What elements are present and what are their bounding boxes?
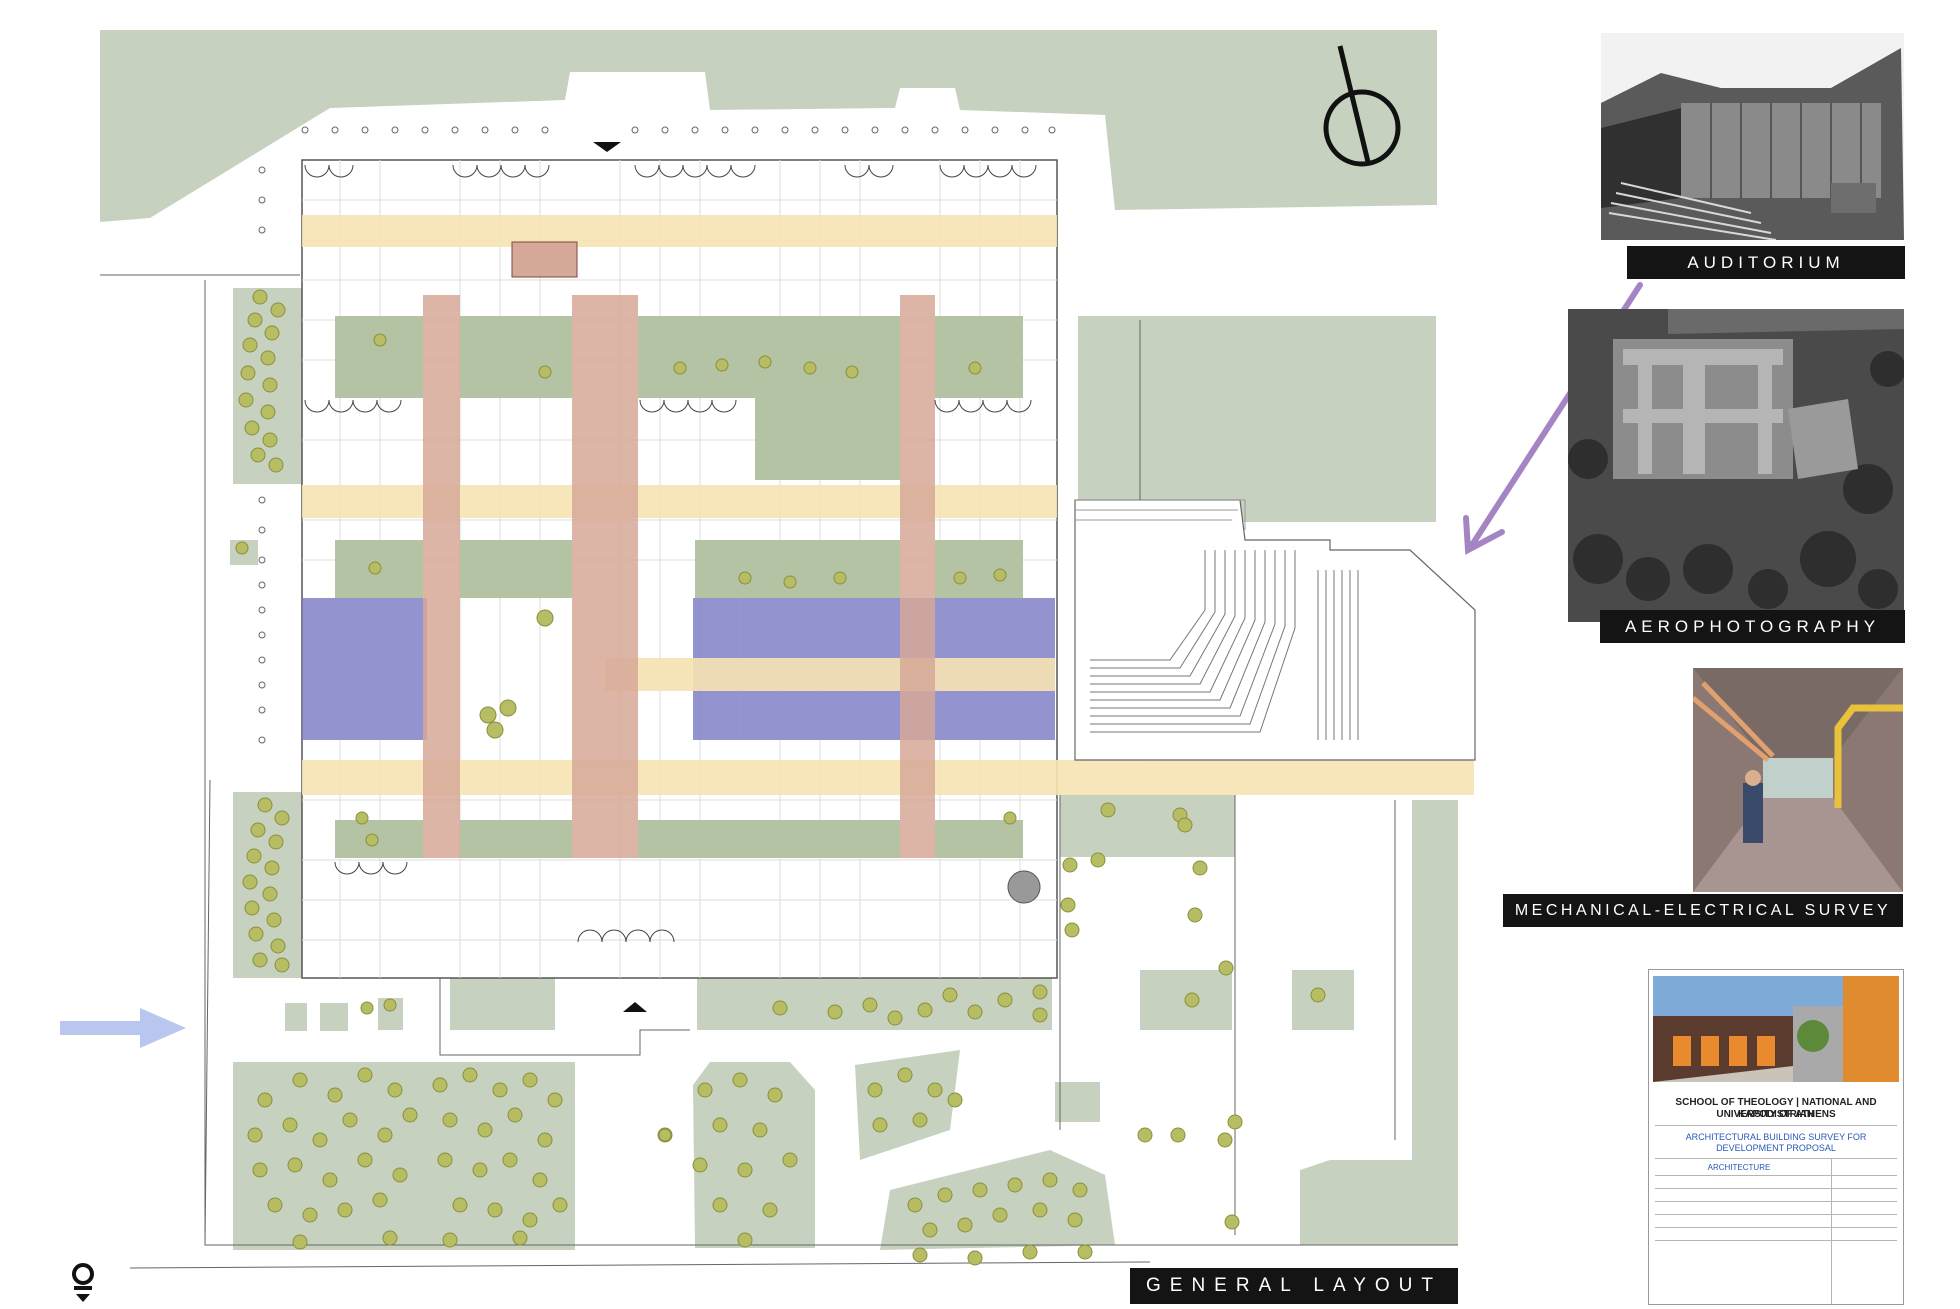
east-strip-green bbox=[1300, 800, 1458, 1245]
section-label: ARCHITECTURE bbox=[1707, 1163, 1771, 1172]
courtyard-13 bbox=[935, 820, 1023, 858]
north-arrow-icon bbox=[1323, 45, 1401, 167]
south-green-4 bbox=[855, 1050, 960, 1160]
amphitheater-outline bbox=[1074, 499, 1476, 761]
project-line-2: DEVELOPMENT PROPOSAL bbox=[1716, 1143, 1836, 1153]
courtyard-9 bbox=[935, 540, 1023, 598]
north-entrance-icon bbox=[593, 142, 621, 152]
courtyard-8 bbox=[695, 540, 900, 598]
small-green-1 bbox=[1055, 1082, 1100, 1122]
auditorium-label: AUDITORIUM bbox=[1627, 246, 1905, 279]
courtyard-12 bbox=[638, 820, 900, 858]
institution-line-2: UNIVERSITY OF ATHENS bbox=[1716, 1109, 1836, 1120]
aerophotography-photo bbox=[1568, 309, 1904, 622]
east-green-area bbox=[1078, 316, 1436, 522]
mechanical-electrical-photo bbox=[1693, 668, 1903, 892]
south-green-5 bbox=[880, 1150, 1115, 1250]
brown-corridors bbox=[423, 295, 935, 858]
blue-zone-west bbox=[302, 598, 427, 740]
small-green-3 bbox=[320, 1003, 348, 1031]
entrance-arrow-icon bbox=[60, 1008, 186, 1048]
title-block-divider bbox=[1831, 1158, 1832, 1304]
corridor-v1 bbox=[423, 295, 460, 858]
perimeter-columns bbox=[258, 126, 1056, 744]
aerophotography-label: AEROPHOTOGRAPHY bbox=[1600, 610, 1905, 643]
courtyard-4 bbox=[755, 398, 900, 480]
title-block-photo bbox=[1653, 976, 1899, 1082]
tree-canopies bbox=[235, 289, 1326, 1266]
amphitheater-steps bbox=[1090, 550, 1296, 733]
courtyard-2 bbox=[460, 316, 572, 398]
corridor-h4 bbox=[302, 760, 1474, 795]
round-element bbox=[1007, 870, 1041, 904]
school-logo bbox=[70, 1262, 96, 1304]
courtyard-7 bbox=[460, 540, 572, 598]
corridor-h3 bbox=[605, 658, 1055, 691]
courtyard-10 bbox=[335, 820, 423, 858]
corridor-v3 bbox=[900, 295, 935, 858]
small-green-2 bbox=[285, 1003, 307, 1031]
title-block: SCHOOL OF THEOLOGY | NATIONAL AND KAPODI… bbox=[1648, 969, 1904, 1305]
mechanical-electrical-label: MECHANICAL-ELECTRICAL SURVEY bbox=[1503, 894, 1903, 927]
south-green-7 bbox=[450, 978, 555, 1030]
courtyard-11 bbox=[460, 820, 572, 858]
corridor-h1 bbox=[302, 215, 1057, 247]
courtyard-5 bbox=[935, 316, 1023, 398]
auditorium-photo bbox=[1601, 33, 1904, 240]
institution-line-1: SCHOOL OF THEOLOGY | NATIONAL AND KAPODI… bbox=[1675, 1097, 1877, 1120]
south-entrance-icon bbox=[623, 1002, 647, 1012]
arches bbox=[304, 164, 1037, 943]
stair-block bbox=[511, 241, 578, 278]
general-layout-label: GENERAL LAYOUT bbox=[1130, 1268, 1458, 1304]
north-green-area bbox=[100, 30, 1437, 222]
east-lower-green-1 bbox=[1060, 795, 1235, 857]
project-line-1: ARCHITECTURAL BUILDING SURVEY FOR bbox=[1685, 1132, 1867, 1142]
courtyard-1 bbox=[335, 316, 423, 398]
corridor-v2 bbox=[572, 295, 638, 858]
